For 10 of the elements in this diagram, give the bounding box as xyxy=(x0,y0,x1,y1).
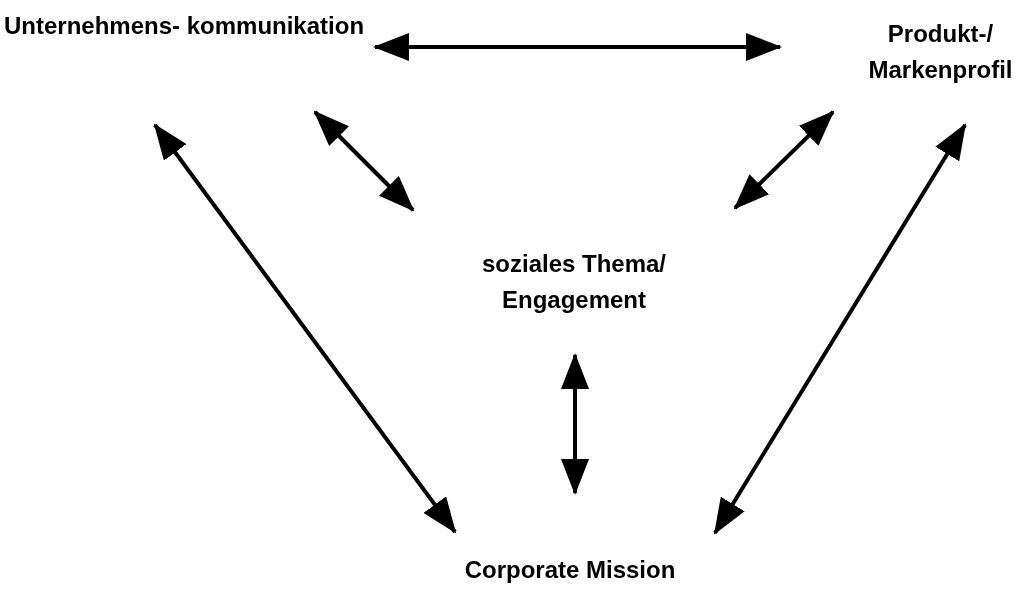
node-label: Corporate Mission xyxy=(463,555,677,585)
double-arrow xyxy=(561,353,589,495)
double-arrow xyxy=(713,123,967,535)
double-arrow xyxy=(733,110,835,210)
double-arrow xyxy=(153,123,457,534)
node-label: Unternehmens- kommunikation xyxy=(4,11,366,41)
node-label: soziales Thema/ Engagement xyxy=(480,249,668,315)
node-label: Produkt-/ Markenprofil xyxy=(867,19,1014,85)
double-arrow xyxy=(313,110,415,212)
double-arrow xyxy=(373,33,782,61)
